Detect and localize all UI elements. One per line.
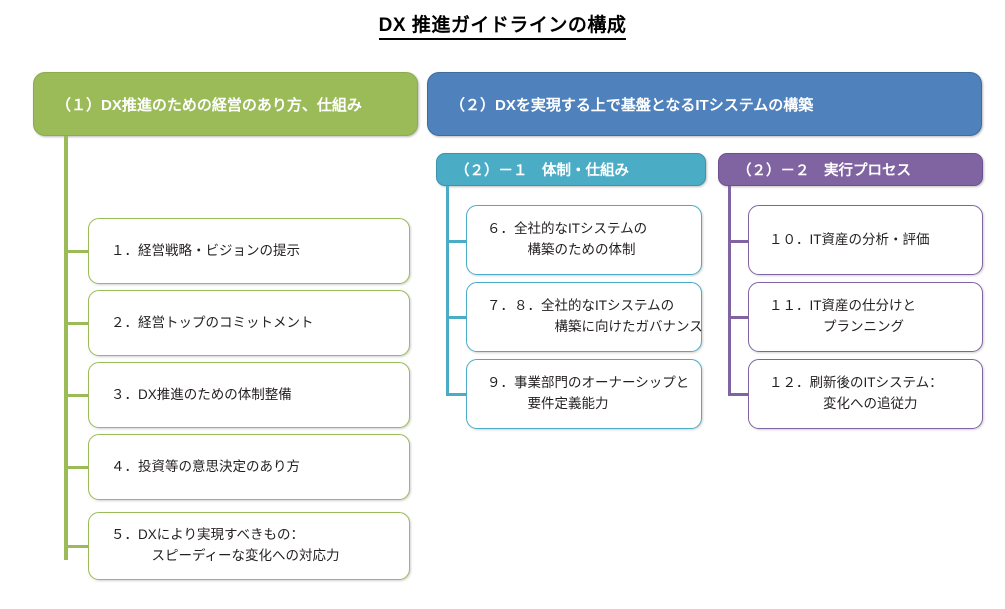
header-group-1-label: （１）DX推進のための経営のあり方、仕組み — [56, 96, 362, 114]
header-group-2-1-label: （２）－１ 体制・仕組み — [455, 163, 629, 179]
item-12-label: １２．刷新後のITシステム： 変化への追従力 — [769, 373, 943, 415]
page-title: DX 推進ガイドラインの構成 — [0, 10, 1005, 40]
item-1[interactable]: １．経営戦略・ビジョンの提示 — [88, 218, 410, 284]
connector-stub-green-4 — [64, 466, 90, 469]
item-6-label: ６．全社的なITシステムの 構築のための体制 — [487, 219, 647, 261]
item-12-line-1: １２．刷新後のITシステム： — [769, 375, 943, 391]
page-title-text: DX 推進ガイドラインの構成 — [378, 15, 627, 40]
item-4-label: ４．投資等の意思決定のあり方 — [111, 458, 300, 474]
item-6-line-1: ６．全社的なITシステムの — [487, 221, 648, 237]
item-5[interactable]: ５．DXにより実現すべきもの： スピーディーな変化への対応力 — [88, 512, 410, 580]
item-6[interactable]: ６．全社的なITシステムの 構築のための体制 — [466, 205, 702, 275]
connector-stub-purple-12 — [728, 393, 750, 396]
connector-stub-green-1 — [64, 250, 90, 253]
item-11-line-2: プランニング — [769, 319, 904, 334]
item-3-label: ３．DX推進のための体制整備 — [111, 386, 292, 402]
header-group-2-2[interactable]: （２）－２ 実行プロセス — [718, 153, 983, 186]
header-group-1[interactable]: （１）DX推進のための経営のあり方、仕組み — [33, 72, 418, 136]
connector-trunk-purple — [728, 186, 731, 396]
connector-trunk-green — [64, 136, 68, 560]
item-9-line-2: 要件定義能力 — [487, 396, 609, 411]
item-3[interactable]: ３．DX推進のための体制整備 — [88, 362, 410, 428]
item-10[interactable]: １０．IT資産の分析・評価 — [748, 205, 983, 275]
item-7-8-line-2: 構築に向けたガバナンス — [487, 319, 703, 334]
connector-stub-green-5 — [64, 545, 90, 548]
item-7-8-label: ７．８．全社的なITシステムの 構築に向けたガバナンス — [487, 296, 703, 338]
item-10-label: １０．IT資産の分析・評価 — [769, 231, 930, 247]
item-4[interactable]: ４．投資等の意思決定のあり方 — [88, 434, 410, 500]
connector-stub-purple-10 — [728, 240, 750, 243]
item-9-label: ９．事業部門のオーナーシップと 要件定義能力 — [487, 373, 689, 415]
connector-stub-green-3 — [64, 394, 90, 397]
item-11-label: １１．IT資産の仕分けと プランニング — [769, 296, 916, 338]
item-11-line-1: １１．IT資産の仕分けと — [769, 298, 916, 314]
connector-trunk-teal — [446, 186, 449, 396]
item-12-line-2: 変化への追従力 — [769, 396, 918, 411]
connector-stub-teal-9 — [446, 393, 468, 396]
item-12[interactable]: １２．刷新後のITシステム： 変化への追従力 — [748, 359, 983, 429]
connector-stub-purple-11 — [728, 316, 750, 319]
item-5-line-2: スピーディーな変化への対応力 — [111, 548, 340, 563]
item-6-line-2: 構築のための体制 — [487, 242, 636, 257]
item-9-line-1: ９．事業部門のオーナーシップと — [487, 375, 690, 391]
item-5-line-1: ５．DXにより実現すべきもの： — [111, 527, 305, 543]
connector-stub-teal-78 — [446, 316, 468, 319]
item-7-8[interactable]: ７．８．全社的なITシステムの 構築に向けたガバナンス — [466, 282, 703, 352]
item-11[interactable]: １１．IT資産の仕分けと プランニング — [748, 282, 983, 352]
item-2[interactable]: ２．経営トップのコミットメント — [88, 290, 410, 356]
item-2-label: ２．経営トップのコミットメント — [111, 314, 314, 330]
connector-stub-teal-6 — [446, 240, 468, 243]
header-group-2-label: （２）DXを実現する上で基盤となるITシステムの構築 — [450, 96, 814, 114]
connector-stub-green-2 — [64, 322, 90, 325]
item-5-label: ５．DXにより実現すべきもの： スピーディーな変化への対応力 — [111, 525, 340, 567]
item-7-8-line-1: ７．８．全社的なITシステムの — [487, 298, 675, 314]
item-1-label: １．経営戦略・ビジョンの提示 — [111, 242, 300, 258]
item-9[interactable]: ９．事業部門のオーナーシップと 要件定義能力 — [466, 359, 702, 429]
header-group-2-1[interactable]: （２）－１ 体制・仕組み — [436, 153, 706, 186]
header-group-2[interactable]: （２）DXを実現する上で基盤となるITシステムの構築 — [427, 72, 982, 136]
header-group-2-2-label: （２）－２ 実行プロセス — [737, 163, 911, 179]
